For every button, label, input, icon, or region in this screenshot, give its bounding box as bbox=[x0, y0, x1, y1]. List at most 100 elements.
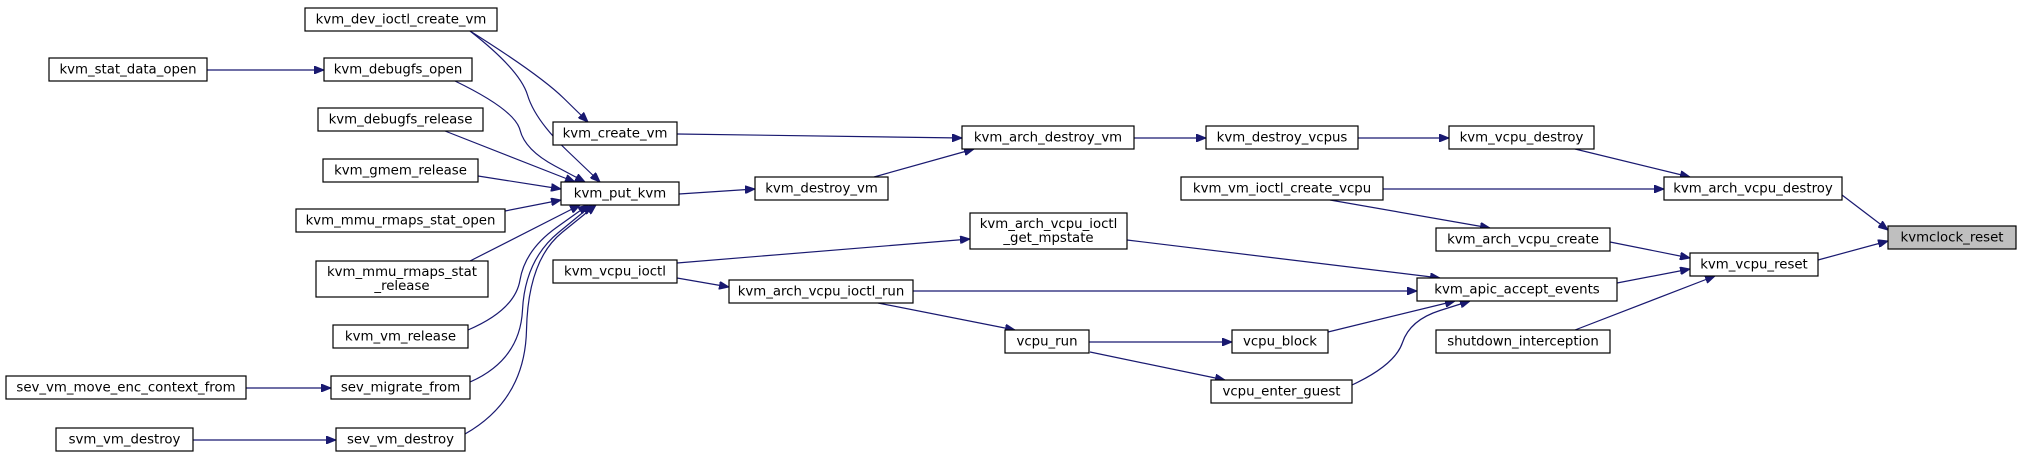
node-kvm-put-kvm[interactable]: kvm_put_kvm bbox=[560, 181, 680, 206]
edge-kvm-vm-release-to-kvm-put-kvm bbox=[467, 205, 588, 331]
node-label: sev_migrate_from bbox=[341, 381, 460, 396]
node-kvm-arch-destroy-vm[interactable]: kvm_arch_destroy_vm bbox=[961, 125, 1135, 150]
node-label: kvm_arch_vcpu_ioctl bbox=[980, 217, 1118, 232]
node-kvm-stat-data-open[interactable]: kvm_stat_data_open bbox=[48, 57, 208, 82]
node-box bbox=[754, 176, 889, 201]
node-kvm-debugfs-release[interactable]: kvm_debugfs_release bbox=[317, 107, 484, 132]
node-box bbox=[323, 57, 473, 82]
edge-kvm-apic-accept-events-to-kvm-vcpu-reset bbox=[1616, 269, 1690, 284]
node-box bbox=[335, 427, 466, 452]
node-label: kvm_vcpu_destroy bbox=[1460, 131, 1584, 146]
node-kvm-vm-ioctl-create-vcpu[interactable]: kvm_vm_ioctl_create_vcpu bbox=[1180, 176, 1384, 201]
node-kvm-destroy-vm[interactable]: kvm_destroy_vm bbox=[754, 176, 889, 201]
edge-kvm-debugfs-open-to-kvm-put-kvm bbox=[454, 80, 585, 182]
node-label: kvm_mmu_rmaps_stat bbox=[327, 265, 477, 280]
edges-layer bbox=[193, 30, 1888, 440]
node-box bbox=[1416, 277, 1618, 302]
node-kvm-debugfs-open[interactable]: kvm_debugfs_open bbox=[323, 57, 473, 82]
node-kvm-vcpu-ioctl[interactable]: kvm_vcpu_ioctl bbox=[552, 259, 678, 284]
node-label: kvmclock_reset bbox=[1901, 231, 2004, 246]
node-kvm-apic-accept-events[interactable]: kvm_apic_accept_events bbox=[1416, 277, 1618, 302]
edge-vcpu-enter-guest-to-kvm-apic-accept-events bbox=[1351, 301, 1470, 386]
node-kvm-vcpu-destroy[interactable]: kvm_vcpu_destroy bbox=[1448, 125, 1595, 150]
node-box bbox=[1004, 329, 1090, 354]
node-label: kvm_vm_release bbox=[345, 330, 456, 345]
node-box bbox=[315, 260, 489, 298]
node-box bbox=[1231, 329, 1329, 354]
node-vcpu-enter-guest[interactable]: vcpu_enter_guest bbox=[1210, 379, 1353, 404]
edge-kvm-gmem-release-to-kvm-put-kvm bbox=[477, 175, 561, 189]
node-kvm-arch-vcpu-ioctl-get-mpstate[interactable]: kvm_arch_vcpu_ioctl_get_mpstate bbox=[969, 212, 1128, 250]
node-box bbox=[295, 208, 506, 233]
nodes-layer: kvmclock_reset kvm_arch_vcpu_destroy kvm_v… bbox=[5, 7, 2017, 452]
node-kvm-arch-vcpu-create[interactable]: kvm_arch_vcpu_create bbox=[1435, 227, 1611, 252]
edge-sev-migrate-from-to-kvm-put-kvm bbox=[469, 205, 592, 383]
edge-vcpu-run-to-vcpu-enter-guest bbox=[1089, 351, 1225, 380]
edge-vcpu-block-to-kvm-apic-accept-events bbox=[1327, 301, 1455, 333]
node-label: kvm_vcpu_reset bbox=[1700, 258, 1808, 273]
node-kvm-create-vm[interactable]: kvm_create_vm bbox=[552, 121, 678, 146]
node-vcpu-block[interactable]: vcpu_block bbox=[1231, 329, 1329, 354]
node-kvm-destroy-vcpus[interactable]: kvm_destroy_vcpus bbox=[1205, 125, 1359, 150]
node-box bbox=[1663, 176, 1843, 201]
node-box bbox=[552, 121, 678, 146]
node-label: shutdown_interception bbox=[1447, 335, 1599, 350]
node-label: kvm_mmu_rmaps_stat_open bbox=[306, 214, 496, 229]
edge-kvm-put-kvm-to-kvm-destroy-vm bbox=[678, 189, 755, 195]
edge-kvm-debugfs-release-to-kvm-put-kvm bbox=[444, 130, 575, 182]
node-label: kvm_gmem_release bbox=[334, 164, 467, 179]
node-kvm-mmu-rmaps-stat-open[interactable]: kvm_mmu_rmaps_stat_open bbox=[295, 208, 506, 233]
node-shutdown-interception[interactable]: shutdown_interception bbox=[1435, 329, 1611, 354]
node-label: kvm_debugfs_open bbox=[334, 63, 463, 78]
node-kvm-vm-release[interactable]: kvm_vm_release bbox=[332, 324, 469, 349]
edge-kvm-arch-vcpu-ioctl-get-mpstate-to-kvm-apic-accept-events bbox=[1126, 239, 1440, 278]
node-label: kvm_create_vm bbox=[563, 127, 668, 142]
node-kvm-arch-vcpu-ioctl-run[interactable]: kvm_arch_vcpu_ioctl_run bbox=[728, 279, 914, 304]
node-label: sev_vm_destroy bbox=[347, 433, 454, 448]
node-label: _get_mpstate bbox=[1002, 231, 1093, 246]
edge-kvm-vcpu-ioctl-to-kvm-arch-vcpu-ioctl-run bbox=[676, 277, 729, 287]
node-label: kvm_arch_destroy_vm bbox=[974, 131, 1122, 146]
node-kvm-arch-vcpu-destroy[interactable]: kvm_arch_vcpu_destroy bbox=[1663, 176, 1843, 201]
node-kvm-gmem-release[interactable]: kvm_gmem_release bbox=[322, 158, 479, 183]
edge-kvm-vcpu-reset-to-kvmclock-reset bbox=[1817, 241, 1888, 261]
node-label: kvm_arch_vcpu_create bbox=[1447, 233, 1599, 248]
node-kvm-vcpu-reset[interactable]: kvm_vcpu_reset bbox=[1689, 252, 1819, 277]
edge-kvm-vcpu-ioctl-to-kvm-arch-vcpu-ioctl-get-mpstate bbox=[676, 239, 970, 264]
node-sev-vm-move-enc-context-from[interactable]: sev_vm_move_enc_context_from bbox=[5, 375, 247, 400]
node-label: vcpu_enter_guest bbox=[1222, 385, 1340, 400]
node-box bbox=[5, 375, 247, 400]
edge-kvm-create-vm-to-kvm-arch-destroy-vm bbox=[676, 133, 962, 138]
node-kvmclock-reset[interactable]: kvmclock_reset bbox=[1887, 225, 2017, 250]
node-box bbox=[332, 324, 469, 349]
node-sev-vm-destroy[interactable]: sev_vm_destroy bbox=[335, 427, 466, 452]
node-box bbox=[969, 212, 1128, 250]
node-box bbox=[1435, 227, 1611, 252]
edge-kvm-vm-ioctl-create-vcpu-to-kvm-arch-vcpu-create bbox=[1329, 199, 1490, 228]
node-box bbox=[304, 7, 498, 32]
node-box bbox=[1435, 329, 1611, 354]
edge-sev-vm-destroy-to-kvm-put-kvm bbox=[464, 205, 596, 435]
node-kvm-dev-ioctl-create-vm[interactable]: kvm_dev_ioctl_create_vm bbox=[304, 7, 498, 32]
node-box bbox=[1205, 125, 1359, 150]
node-label: vcpu_block bbox=[1243, 335, 1317, 350]
node-box bbox=[1448, 125, 1595, 150]
node-sev-migrate-from[interactable]: sev_migrate_from bbox=[330, 375, 471, 400]
edge-kvm-arch-vcpu-ioctl-run-to-vcpu-run bbox=[877, 302, 1015, 330]
node-vcpu-run[interactable]: vcpu_run bbox=[1004, 329, 1090, 354]
node-box bbox=[330, 375, 471, 400]
node-box bbox=[1210, 379, 1353, 404]
node-svm-vm-destroy[interactable]: svm_vm_destroy bbox=[55, 427, 194, 452]
node-label: kvm_destroy_vm bbox=[765, 182, 878, 197]
edge-shutdown-interception-to-kvm-vcpu-reset bbox=[1574, 276, 1715, 331]
edge-kvm-mmu-rmaps-stat-release-to-kvm-put-kvm bbox=[469, 205, 580, 262]
node-label: kvm_debugfs_release bbox=[329, 113, 473, 128]
node-box bbox=[55, 427, 194, 452]
node-box bbox=[1887, 225, 2017, 250]
edge-kvm-arch-vcpu-destroy-to-kvmclock-reset bbox=[1841, 194, 1888, 230]
node-box bbox=[322, 158, 479, 183]
node-kvm-mmu-rmaps-stat-release[interactable]: kvm_mmu_rmaps_stat_release bbox=[315, 260, 489, 298]
edge-kvm-vcpu-destroy-to-kvm-arch-vcpu-destroy bbox=[1574, 148, 1690, 177]
node-label: kvm_destroy_vcpus bbox=[1217, 131, 1348, 146]
edge-kvm-arch-vcpu-create-to-kvm-vcpu-reset bbox=[1609, 241, 1690, 258]
